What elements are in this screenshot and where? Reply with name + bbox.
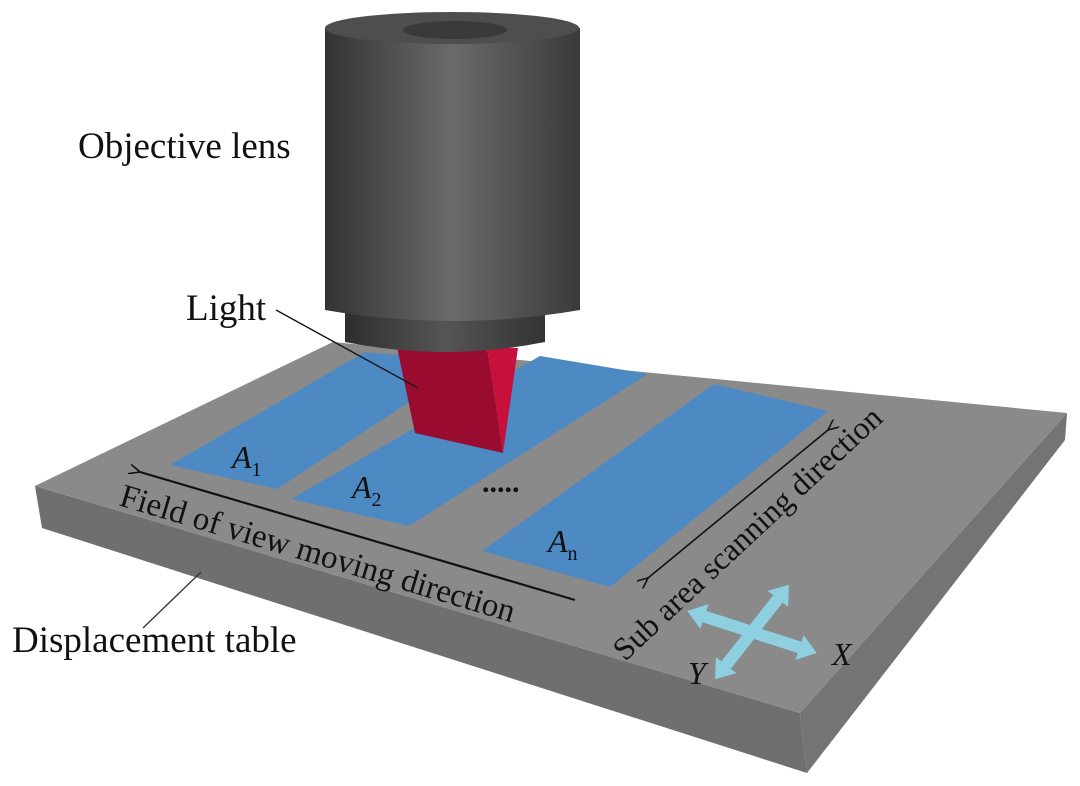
- area-letter: A: [230, 439, 252, 475]
- light-label: Light: [186, 288, 267, 329]
- area-subscript: 1: [252, 459, 262, 481]
- table-leader-line: [142, 571, 202, 629]
- table-right-face: [800, 413, 1067, 773]
- sub-area-scan-arrow: [648, 430, 828, 578]
- area-letter: A: [350, 469, 372, 505]
- area-an-label: An: [546, 523, 578, 565]
- ellipsis-label: .....: [482, 466, 520, 499]
- area-a2-label: A2: [350, 469, 382, 511]
- table-front-face: [35, 486, 807, 773]
- area-a1-label: A1: [230, 439, 262, 481]
- objective-lens-label: Objective lens: [78, 126, 291, 167]
- light-left-face: [397, 347, 503, 453]
- sub-area-a1: [170, 352, 470, 489]
- area-subscript: n: [568, 543, 578, 565]
- area-subscript: 2: [372, 489, 382, 511]
- area-letter: A: [546, 523, 568, 559]
- lens-body: [325, 28, 580, 321]
- light-beam: [397, 347, 518, 453]
- light-leader-line: [275, 309, 419, 389]
- lens-neck: [345, 310, 545, 352]
- y-axis-label: Y: [688, 655, 709, 691]
- light-right-face: [487, 347, 518, 453]
- x-axis-label: X: [830, 636, 853, 672]
- objective-lens: [325, 12, 580, 352]
- lens-top-hole: [403, 21, 507, 39]
- xy-axes-icon: [687, 584, 817, 680]
- displacement-table-label: Displacement table: [12, 620, 297, 661]
- field-of-view-arrow: [140, 472, 576, 602]
